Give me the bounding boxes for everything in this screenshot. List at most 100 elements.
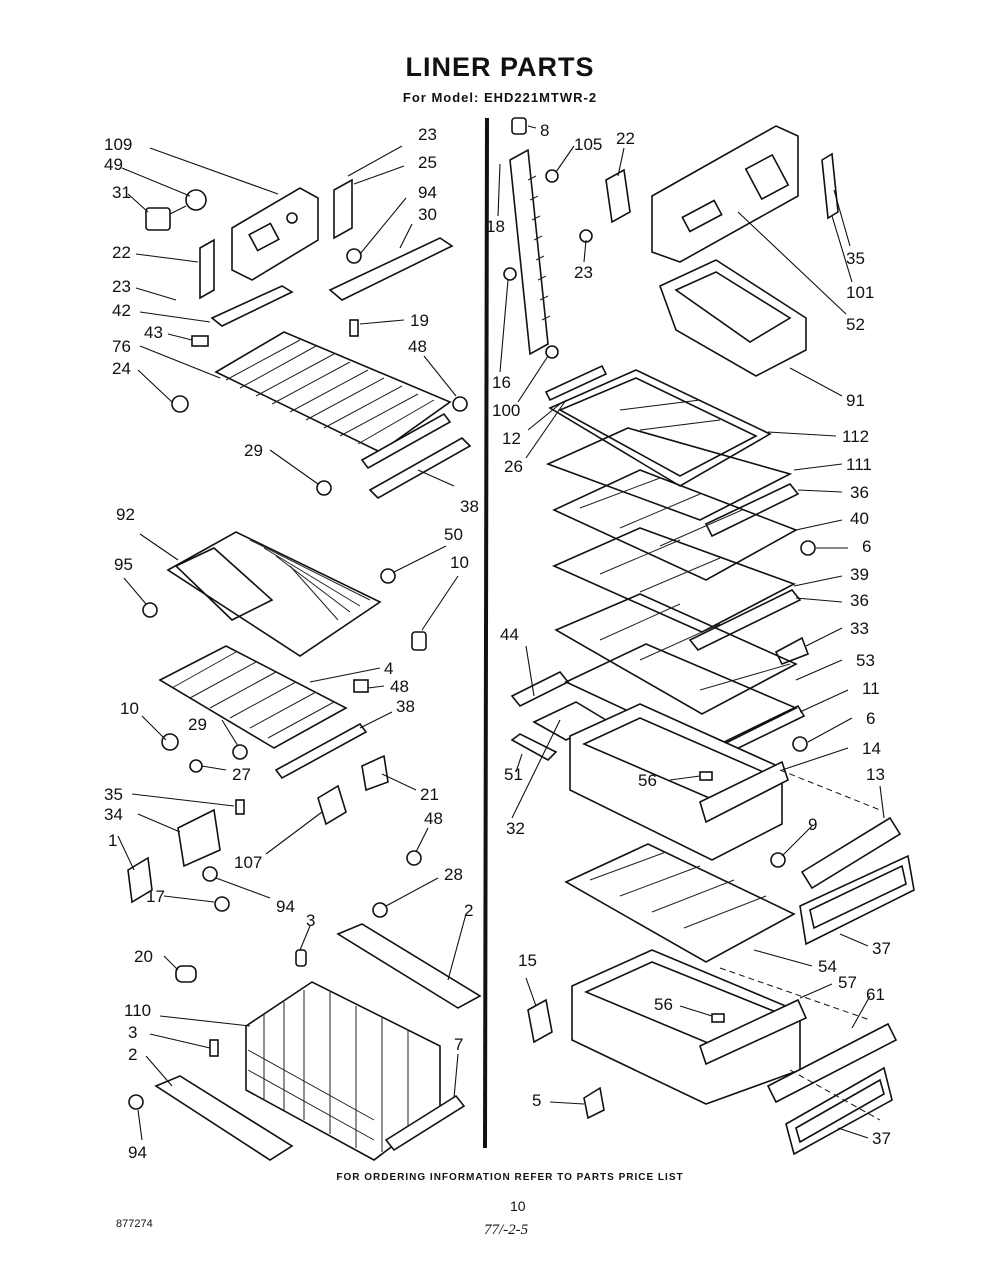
part-trim-38	[368, 437, 472, 499]
part-control-panel-52	[651, 125, 799, 263]
part-shelf-40	[552, 469, 798, 581]
callout: 53	[856, 651, 875, 670]
callout: 23	[574, 263, 593, 282]
part-trim-38b	[274, 722, 368, 780]
callout: 36	[850, 591, 869, 610]
part-wire-shelf-76	[214, 331, 452, 470]
callout: 31	[112, 183, 131, 202]
callout: 112	[842, 427, 869, 446]
callout: 54	[818, 957, 837, 976]
callout: 76	[112, 337, 131, 356]
callout: 16	[492, 373, 511, 392]
callout: 37	[872, 1129, 891, 1148]
date-code: 77/-2-5	[484, 1222, 529, 1238]
part-15	[527, 998, 553, 1044]
callout: 92	[116, 505, 135, 524]
callout: 43	[144, 323, 163, 342]
callout: 105	[574, 135, 602, 154]
part-61	[766, 1022, 898, 1104]
model-line: For Model: EHD221MTWR-2	[402, 90, 598, 105]
callout: 51	[504, 765, 523, 784]
callout: 3	[306, 911, 315, 930]
callout: 57	[838, 973, 857, 992]
part-glass-shelf-112	[548, 369, 772, 487]
callout: 35	[104, 785, 123, 804]
part-wire-shelf-4	[158, 645, 348, 749]
callout: 5	[532, 1091, 541, 1110]
callout: 36	[850, 483, 869, 502]
center-divider	[483, 117, 489, 1149]
callout: 18	[486, 217, 505, 236]
callout: 38	[396, 697, 415, 716]
part-shelf-53	[554, 593, 798, 715]
callout: 110	[124, 1001, 151, 1020]
callout: 6	[862, 537, 871, 556]
callout: 38	[460, 497, 479, 516]
callout: 10	[120, 699, 139, 718]
part-crisper-lower	[571, 949, 808, 1105]
part-33	[774, 636, 810, 666]
document-code: 877274	[116, 1218, 153, 1230]
part-trim-42	[210, 285, 294, 327]
callout: 33	[850, 619, 869, 638]
callout: 48	[408, 337, 427, 356]
callout: 32	[506, 819, 525, 838]
callouts-right: 8 105 22 18 23 16 100 12 26 35 101 52 91…	[486, 121, 891, 1148]
part-bracket-25	[333, 178, 353, 240]
callout: 100	[492, 401, 520, 420]
part-5	[583, 1086, 605, 1120]
part-frame-111	[545, 427, 793, 521]
part-bracket-22r	[605, 168, 631, 224]
callout: 19	[410, 311, 429, 330]
callout: 24	[112, 359, 131, 378]
callout: 50	[444, 525, 463, 544]
callout: 14	[862, 739, 881, 758]
callout: 29	[244, 441, 263, 460]
callout: 22	[112, 243, 131, 262]
callout: 22	[616, 129, 635, 148]
callout: 107	[234, 853, 262, 872]
callout: 27	[232, 765, 251, 784]
callout: 25	[418, 153, 437, 172]
callout: 29	[188, 715, 207, 734]
callout: 17	[146, 887, 165, 906]
callout: 95	[114, 555, 133, 574]
callout: 9	[808, 815, 817, 834]
part-clip-35	[821, 152, 839, 220]
part-rail-44	[510, 670, 570, 708]
callout: 111	[846, 455, 872, 474]
callout: 40	[850, 509, 869, 528]
callout: 44	[500, 625, 519, 644]
callout: 23	[418, 125, 437, 144]
callout: 4	[384, 659, 393, 678]
callout: 21	[420, 785, 439, 804]
callout: 37	[872, 939, 891, 958]
diagram-title: LINER PARTS	[405, 52, 595, 82]
callout: 23	[112, 277, 131, 296]
callout: 48	[424, 809, 443, 828]
callout: 15	[518, 951, 537, 970]
callout: 49	[104, 155, 123, 174]
part-trim-36b	[688, 588, 802, 652]
callout: 109	[104, 135, 132, 154]
part-107	[317, 784, 347, 826]
callout: 94	[418, 183, 437, 202]
callout: 30	[418, 205, 437, 224]
callout: 12	[502, 429, 521, 448]
callout: 20	[134, 947, 153, 966]
callout: 35	[846, 249, 865, 268]
callout: 11	[862, 679, 880, 698]
part-13	[800, 816, 902, 890]
page-number: 10	[510, 1198, 526, 1214]
part-rail-2b	[154, 1075, 294, 1161]
callout: 10	[450, 553, 469, 572]
part-rail-30	[328, 237, 454, 301]
callout: 28	[444, 865, 463, 884]
part-vertical-rail	[509, 148, 551, 356]
part-37b	[785, 1066, 893, 1156]
part-trim-36	[704, 483, 800, 538]
callout: 101	[846, 283, 874, 302]
part-bulb-socket	[145, 189, 207, 231]
